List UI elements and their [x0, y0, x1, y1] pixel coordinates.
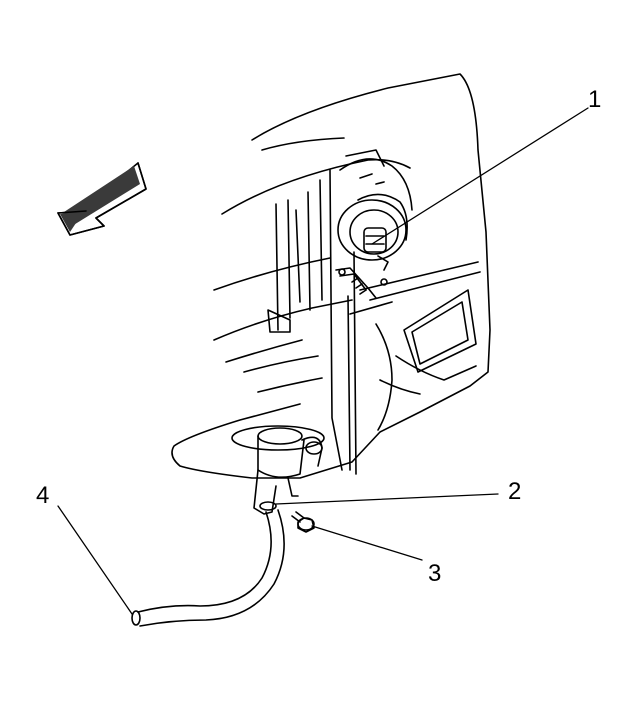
leader-lines — [57, 107, 589, 615]
front-arrow-icon — [57, 162, 147, 236]
fuel-filler-housing — [231, 425, 325, 515]
callout-1: 1 — [588, 86, 602, 113]
leader-line-3 — [311, 525, 423, 561]
vehicle-body-panel — [171, 73, 491, 479]
fuel-filler-pocket — [337, 199, 407, 271]
callout-4: 4 — [36, 482, 50, 509]
filler-pipe-connection — [335, 267, 388, 299]
callout-3: 3 — [428, 560, 442, 587]
leader-line-2 — [275, 493, 499, 505]
side-vent-panel — [375, 289, 477, 431]
leader-line-4 — [57, 505, 133, 615]
callout-2: 2 — [508, 478, 522, 505]
mounting-bolt — [291, 511, 315, 533]
drain-hose — [131, 509, 285, 627]
leader-line-1 — [371, 107, 589, 245]
